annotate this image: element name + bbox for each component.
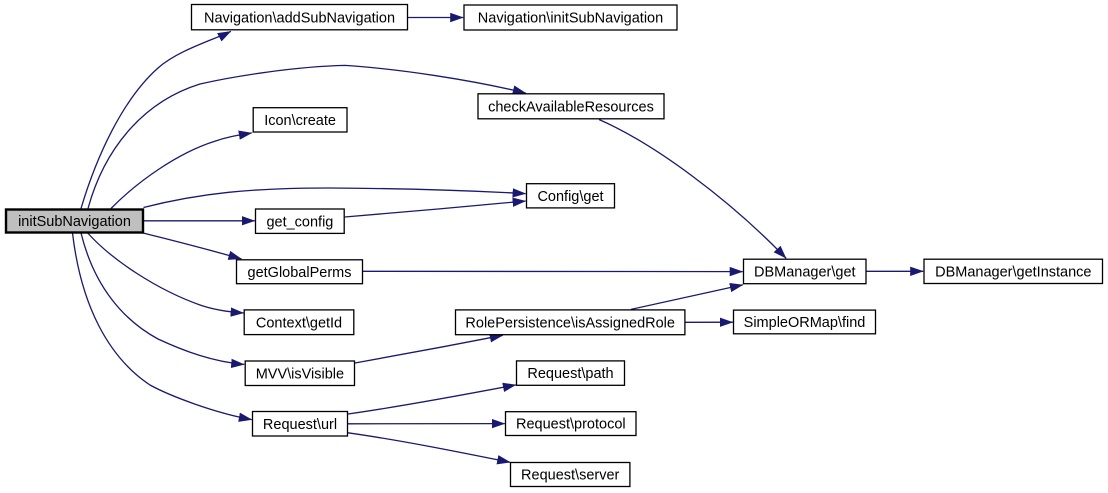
svg-text:initSubNavigation: initSubNavigation <box>18 214 131 230</box>
svg-text:Request\url: Request\url <box>263 417 337 433</box>
svg-text:Icon\create: Icon\create <box>264 113 336 129</box>
svg-text:DBManager\getInstance: DBManager\getInstance <box>935 265 1091 281</box>
svg-text:Navigation\initSubNavigation: Navigation\initSubNavigation <box>478 11 663 27</box>
svg-text:RolePersistence\isAssignedRole: RolePersistence\isAssignedRole <box>465 316 675 332</box>
svg-text:MVV\isVisible: MVV\isVisible <box>256 366 344 382</box>
svg-text:Request\protocol: Request\protocol <box>516 417 626 433</box>
svg-text:Request\server: Request\server <box>521 468 619 484</box>
svg-text:getGlobalPerms: getGlobalPerms <box>248 265 352 281</box>
svg-text:Context\getId: Context\getId <box>256 315 342 331</box>
svg-text:checkAvailableResources: checkAvailableResources <box>488 100 654 116</box>
svg-text:Navigation\addSubNavigation: Navigation\addSubNavigation <box>204 10 395 26</box>
svg-text:DBManager\get: DBManager\get <box>754 265 856 281</box>
svg-text:Request\path: Request\path <box>527 366 613 382</box>
svg-text:Config\get: Config\get <box>537 189 603 205</box>
svg-text:SimpleORMap\find: SimpleORMap\find <box>744 315 866 331</box>
svg-text:get_config: get_config <box>266 214 333 230</box>
